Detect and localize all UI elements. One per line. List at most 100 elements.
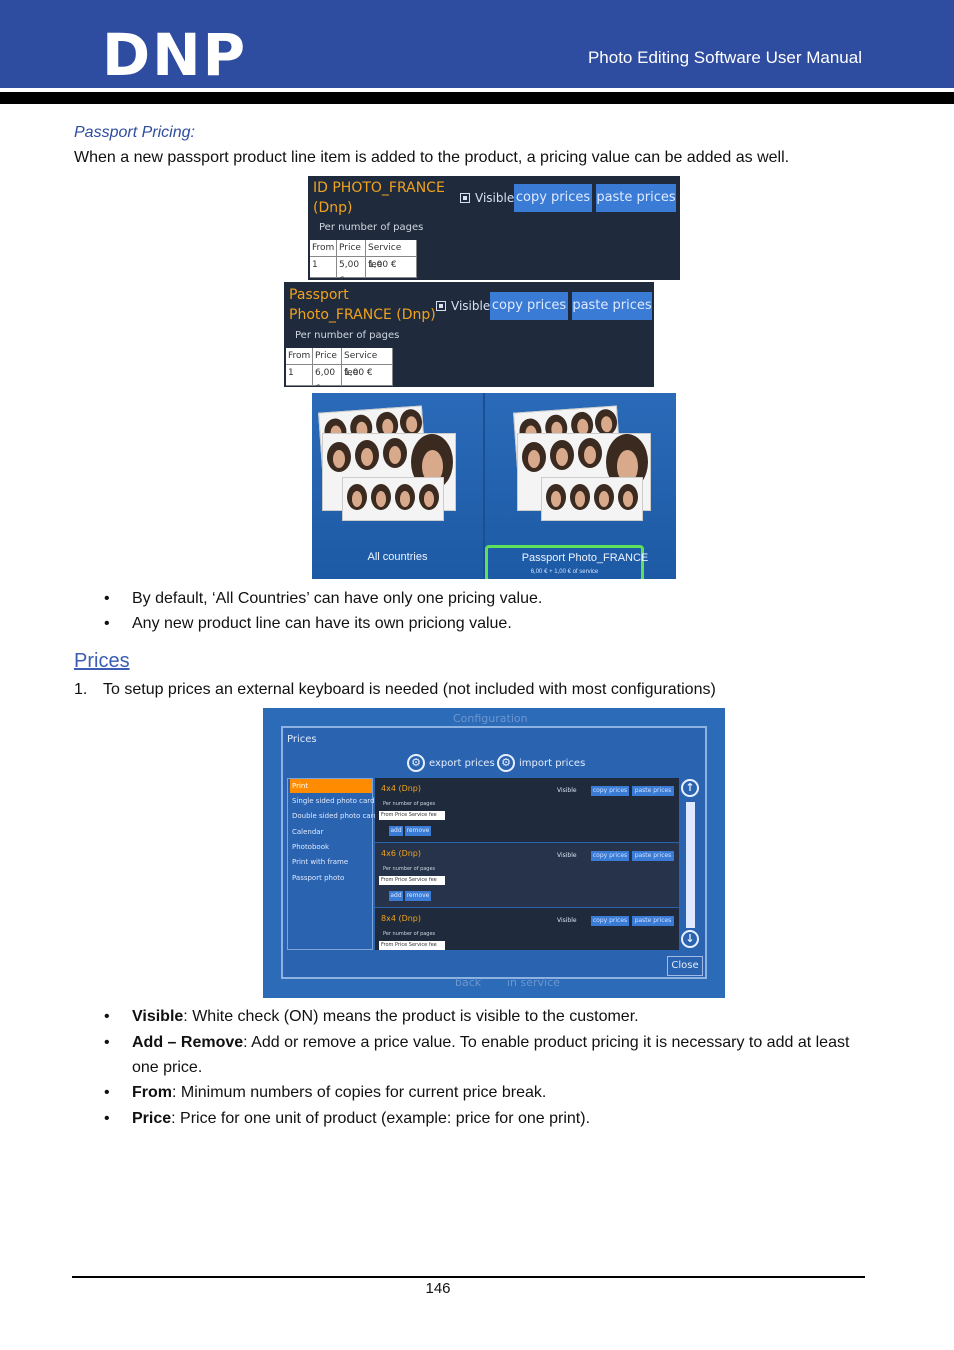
scroll-up-icon[interactable]: ↑ (681, 779, 699, 797)
bullet-item: • By default, ‘All Countries’ can have o… (104, 590, 543, 607)
tile-label: Passport Photo_FRANCE (521, 552, 649, 564)
copy-prices-button[interactable]: copy prices (591, 786, 629, 796)
close-button[interactable]: Close (667, 956, 703, 976)
face-thumb (618, 484, 638, 510)
visible-label[interactable]: Visible (557, 852, 577, 859)
face-thumb (371, 484, 391, 510)
td-price[interactable]: 6,00 € (313, 365, 342, 387)
copy-prices-button[interactable]: copy prices (514, 184, 592, 212)
face-thumb (383, 438, 407, 468)
copy-prices-button[interactable]: copy prices (490, 292, 568, 320)
paste-prices-button[interactable]: paste prices (632, 851, 674, 861)
face-thumb (355, 440, 379, 470)
paste-prices-button[interactable]: paste prices (572, 292, 652, 320)
th-from: From (286, 348, 313, 365)
face-thumb (546, 484, 566, 510)
menu-item-print[interactable]: Print (290, 779, 372, 793)
add-button[interactable]: add (389, 826, 403, 836)
price-row: 8x4 (Dnp) Per number of pages From Price… (375, 908, 679, 950)
row-sub: Per number of pages (383, 801, 436, 807)
th-price: Price (337, 240, 366, 257)
per-pages-label: Per number of pages (295, 330, 400, 341)
face-thumb (594, 484, 614, 510)
row-table-head: From Price Service fee (379, 811, 445, 820)
visible-label: Visible (451, 299, 491, 313)
price-row: 4x6 (Dnp) Per number of pages From Price… (375, 843, 679, 907)
td-fee[interactable]: 1,00 € (342, 365, 393, 386)
face-thumb (395, 484, 415, 510)
paste-prices-button[interactable]: paste prices (632, 916, 674, 926)
step-number: 1. (74, 681, 88, 698)
tile-divider (483, 393, 485, 579)
menu-item[interactable]: Double sided photo card (292, 812, 378, 820)
menu-item[interactable]: Single sided photo card (292, 797, 375, 805)
per-pages-label: Per number of pages (319, 222, 424, 233)
paste-prices-button[interactable]: paste prices (632, 786, 674, 796)
price-table: From Price Service fee 1 5,00 € 1,00 € (310, 240, 417, 280)
bullet-item: • Any new product line can have its own … (104, 615, 512, 632)
scrollbar[interactable] (686, 802, 695, 928)
import-icon[interactable]: ⚙ (497, 754, 515, 772)
tile-all-countries[interactable]: All countries (312, 393, 483, 579)
paste-prices-button[interactable]: paste prices (596, 184, 676, 212)
visible-checkbox[interactable] (436, 301, 446, 311)
scroll-down-icon[interactable]: ↓ (681, 930, 699, 948)
th-fee: Service fee (342, 348, 393, 378)
row-title: 8x4 (Dnp) (381, 914, 422, 923)
step-text: To setup prices an external keyboard is … (103, 681, 716, 698)
add-button[interactable]: add (389, 891, 403, 901)
import-prices-button[interactable]: import prices (519, 758, 586, 769)
td-from[interactable]: 1 (286, 365, 313, 386)
face-thumb (419, 484, 439, 510)
selection-highlight (485, 545, 644, 579)
photo-sheet (541, 477, 643, 521)
face-thumb (594, 408, 618, 436)
product-title-line2: Photo_FRANCE (Dnp) (289, 307, 436, 323)
remove-button[interactable]: remove (405, 891, 431, 901)
row-title: 4x6 (Dnp) (381, 849, 422, 858)
section-title: Prices (287, 734, 317, 745)
visible-label: Visible (475, 191, 515, 205)
row-sub: Per number of pages (383, 931, 436, 937)
screenshot-passport-photo-france: Passport Photo_FRANCE (Dnp) Visible copy… (284, 282, 654, 387)
td-price[interactable]: 5,00 € (337, 257, 366, 280)
th-price: Price (313, 348, 342, 365)
visible-label[interactable]: Visible (557, 917, 577, 924)
config-dialog: Prices ⚙ export prices ⚙ import prices P… (281, 726, 707, 979)
back-button[interactable]: back (455, 976, 482, 989)
td-from[interactable]: 1 (310, 257, 337, 278)
menu-item[interactable]: Photobook (292, 843, 330, 851)
row-title: 4x4 (Dnp) (381, 784, 422, 793)
ghost-title: Configuration (453, 712, 528, 725)
copy-prices-button[interactable]: copy prices (591, 916, 629, 926)
menu-item[interactable]: Calendar (292, 828, 324, 836)
price-table: From Price Service fee 1 6,00 € 1,00 € (286, 348, 393, 387)
visible-checkbox[interactable] (460, 193, 470, 203)
header-rule (0, 92, 954, 104)
export-prices-button[interactable]: export prices (429, 758, 495, 769)
in-service-button[interactable]: in service (507, 976, 560, 989)
td-fee[interactable]: 1,00 € (366, 257, 417, 278)
page-number: 146 (425, 1280, 451, 1297)
tile-price-summary: 6,00 € + 1,00 € of service (530, 569, 599, 575)
remove-button[interactable]: remove (405, 826, 431, 836)
face-thumb (522, 442, 546, 472)
product-title-line1: ID PHOTO_FRANCE (313, 180, 445, 196)
face-thumb (570, 484, 590, 510)
screenshot-id-photo-france: ID PHOTO_FRANCE (Dnp) Visible copy price… (308, 176, 680, 280)
row-table-head: From Price Service fee (379, 941, 445, 950)
passport-intro: When a new passport product line item is… (74, 149, 790, 166)
prices-heading: Prices (74, 650, 130, 672)
screenshot-configuration-prices: Configuration Prices ⚙ export prices ⚙ i… (263, 708, 725, 998)
header-rule-gap2 (0, 104, 954, 106)
copy-prices-button[interactable]: copy prices (591, 851, 629, 861)
face-thumb (550, 440, 574, 470)
menu-item[interactable]: Passport photo (292, 874, 345, 882)
product-menu: Print Single sided photo card Double sid… (287, 778, 378, 950)
dnp-logo: DNP (102, 21, 248, 89)
th-fee: Service fee (366, 240, 417, 270)
visible-label[interactable]: Visible (557, 787, 577, 794)
menu-item[interactable]: Print with frame (292, 858, 349, 866)
export-icon[interactable]: ⚙ (407, 754, 425, 772)
tile-passport-photo-france[interactable]: Passport Photo_FRANCE 6,00 € + 1,00 € of… (485, 393, 676, 579)
